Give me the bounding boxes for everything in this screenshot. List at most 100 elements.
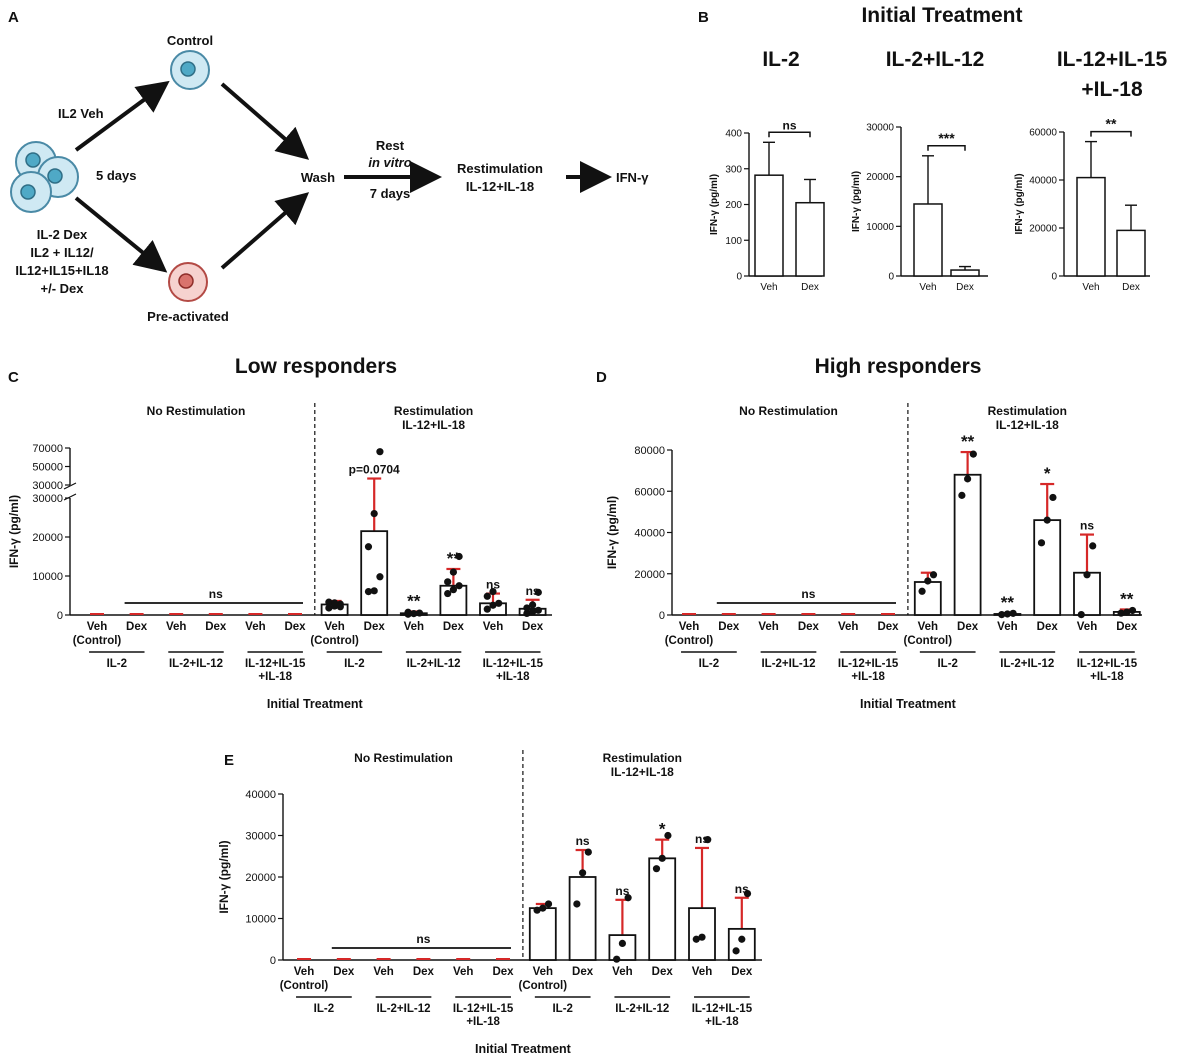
group-label: IL-2 (699, 658, 719, 670)
control-note: (Control) (519, 980, 568, 992)
ifn-output-label: IFN-γ (616, 170, 649, 185)
data-point (924, 577, 932, 585)
x-tick-label: Dex (364, 621, 386, 633)
y-axis-label: IFN-γ (pg/ml) (1014, 173, 1025, 234)
x-tick-label: Dex (652, 966, 674, 978)
significance-label: ** (1120, 589, 1134, 608)
data-point (444, 589, 452, 598)
y-tick-label: 40000 (1029, 176, 1057, 187)
significance-label: ns (1080, 519, 1094, 533)
significance-label: ** (407, 591, 421, 610)
data-point (658, 854, 666, 862)
group-label: IL-2+IL-12 (407, 658, 461, 670)
rest-label: Rest (376, 138, 405, 153)
x-tick-label: Veh (453, 966, 473, 978)
y-axis-label: IFN-γ (pg/ml) (7, 495, 21, 568)
data-point (364, 543, 373, 551)
data-point (489, 588, 497, 596)
y-tick-label: 50000 (32, 462, 63, 474)
wash-label: Wash (301, 170, 335, 185)
y-tick-label: 0 (1051, 272, 1057, 283)
preactivated-label: Pre-activated (147, 309, 229, 324)
significance-label: ns (782, 118, 796, 132)
group-label: +IL-18 (496, 671, 530, 683)
x-tick-label: Veh (919, 282, 936, 293)
data-point (1037, 539, 1046, 547)
svg-text:IL-2 Dex: IL-2 Dex (37, 227, 88, 242)
bar (727, 927, 756, 961)
chart-title: IL-2+IL-12 (886, 48, 985, 71)
section-label-restimulation: Restimulation (988, 404, 1067, 418)
data-point (704, 836, 712, 844)
x-axis-label: Initial Treatment (267, 697, 364, 711)
data-point (534, 606, 542, 614)
bar (568, 876, 597, 961)
x-tick-label: Veh (166, 621, 186, 633)
significance-label: p=0.0704 (349, 463, 400, 477)
data-point (364, 588, 373, 596)
x-tick-label: Veh (533, 966, 553, 978)
data-point (523, 609, 531, 618)
x-tick-label: Veh (679, 621, 699, 633)
data-point (573, 900, 581, 908)
panel-a: A Control Pre-activated IL2 Veh 5 days (8, 9, 649, 324)
section-label-no-restimulation: No Restimulation (739, 404, 838, 418)
data-point (483, 605, 491, 613)
section-label-restimulation: IL-12+IL-18 (402, 418, 465, 432)
control-note: (Control) (904, 635, 953, 647)
data-point (370, 587, 378, 595)
x-tick-label: Veh (1082, 282, 1099, 293)
chart-title-line: IL-12+IL-15 (1057, 48, 1168, 71)
data-point (529, 608, 537, 616)
x-tick-label: Dex (492, 966, 514, 978)
x-tick-label: Veh (373, 966, 393, 978)
control-to-wash-arrow (220, 82, 310, 160)
data-point (1077, 610, 1085, 619)
svg-text:+/- Dex: +/- Dex (41, 281, 85, 296)
significance-label: ns (735, 882, 749, 896)
bar (913, 203, 943, 277)
data-point (370, 509, 378, 518)
group-label: IL-2+IL-12 (761, 658, 815, 670)
x-tick-label: Veh (404, 621, 424, 633)
x-tick-label: Veh (294, 966, 314, 978)
control-note: (Control) (73, 635, 122, 647)
panel-letter: D (596, 369, 607, 386)
group-label: IL-2 (937, 658, 957, 670)
data-point (489, 601, 497, 609)
x-tick-label: Veh (838, 621, 858, 633)
x-tick-label: Dex (284, 621, 306, 633)
x-tick-label: Dex (126, 621, 148, 633)
y-tick-label: 30000 (245, 831, 276, 843)
data-point (998, 610, 1006, 619)
x-tick-label: Dex (798, 621, 820, 633)
x-tick-label: Dex (1122, 282, 1140, 293)
x-tick-label: Veh (1077, 621, 1097, 633)
y-tick-label: 10000 (245, 914, 276, 926)
y-tick-label: 400 (725, 129, 742, 140)
data-point (449, 586, 457, 594)
group-label: IL-2+IL-12 (615, 1003, 669, 1015)
panel-letter: E (224, 752, 234, 769)
group-label: IL-2+IL-12 (376, 1003, 430, 1015)
group-label: IL-2 (314, 1003, 334, 1015)
bar (608, 934, 637, 961)
data-point (449, 568, 457, 576)
significance-bracket (1090, 130, 1132, 137)
section-label-no-restimulation: No Restimulation (147, 404, 246, 418)
group-label: +IL-18 (1090, 671, 1124, 683)
significance-label: ** (961, 432, 975, 451)
y-tick-label: 80000 (634, 445, 665, 457)
y-tick-label: 70000 (32, 443, 63, 455)
svg-text:IL2 + IL12/: IL2 + IL12/ (30, 245, 94, 260)
x-tick-label: Dex (413, 966, 435, 978)
group-label: +IL-18 (705, 1016, 739, 1028)
section-label-restimulation: Restimulation (394, 404, 473, 418)
y-axis-label: IFN-γ (pg/ml) (605, 496, 619, 569)
panel-b: B Initial Treatment (698, 4, 1023, 27)
significance-label: ns (526, 584, 540, 598)
group-label: IL-12+IL-15 (838, 658, 899, 670)
bar (1033, 519, 1062, 616)
